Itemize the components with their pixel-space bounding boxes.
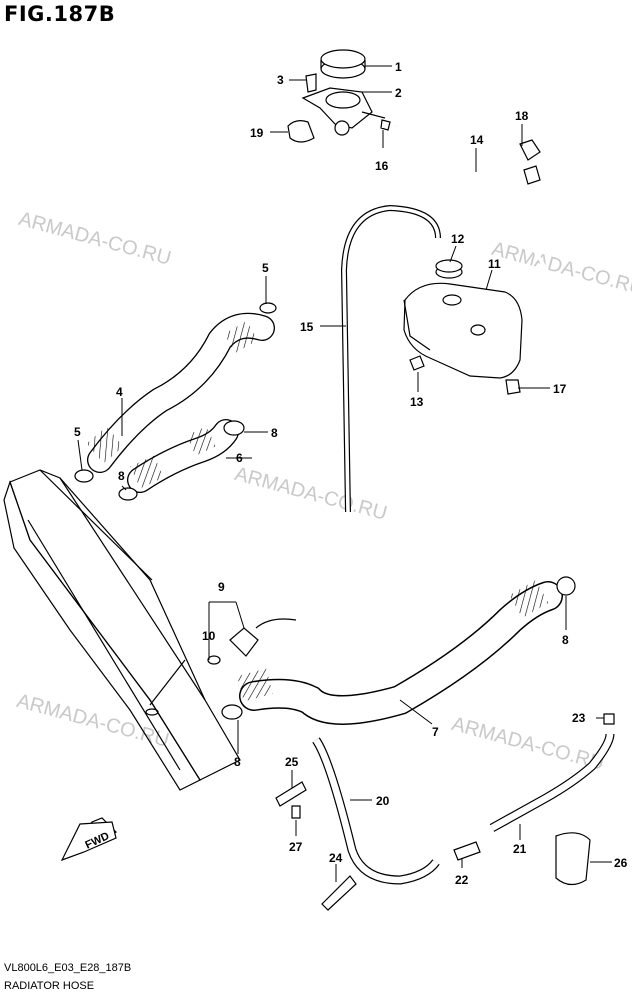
clamp-19 <box>287 120 315 143</box>
bracket-25 <box>275 781 307 807</box>
reservoir-cap <box>435 259 463 279</box>
callout-14: 14 <box>470 133 484 147</box>
callout-8: 8 <box>118 469 125 483</box>
clip-18 <box>519 139 541 185</box>
clamp-17 <box>505 379 521 395</box>
callout-21: 21 <box>513 842 527 856</box>
bracket-24 <box>321 875 357 911</box>
callout-10: 10 <box>202 629 216 643</box>
holder-26 <box>555 832 591 886</box>
filler-neck <box>301 87 386 136</box>
joint-22 <box>453 841 481 861</box>
hose-4 <box>86 312 275 473</box>
clamp-8 <box>221 704 243 720</box>
bolt-27 <box>291 805 301 819</box>
callout-numbers: 1 2 3 4 5 5 6 7 8 8 8 8 9 10 11 12 13 14… <box>74 60 628 887</box>
clamp-8 <box>556 576 576 596</box>
clamp-8 <box>223 420 245 436</box>
figure-title: FIG.187B <box>4 2 116 26</box>
clamp-23 <box>603 713 615 725</box>
callout-16: 16 <box>375 159 389 173</box>
callout-2: 2 <box>395 86 402 100</box>
fwd-arrow-icon: FWD <box>60 817 117 862</box>
clamp-8 <box>118 487 138 501</box>
callout-1: 1 <box>395 60 402 74</box>
callout-9: 9 <box>218 580 225 594</box>
hose-6 <box>127 419 239 493</box>
clamp-5-upper <box>259 302 277 314</box>
callout-15: 15 <box>300 320 314 334</box>
hose-15 <box>340 204 441 513</box>
callout-11: 11 <box>488 257 501 271</box>
callout-8: 8 <box>271 426 278 440</box>
callout-23: 23 <box>572 711 586 725</box>
callout-13: 13 <box>410 395 424 409</box>
callout-25: 25 <box>285 755 299 769</box>
callout-19: 19 <box>250 126 264 140</box>
callout-18: 18 <box>515 109 529 123</box>
hose-7 <box>237 580 563 725</box>
thermo-switch <box>207 618 297 665</box>
leader-lines <box>77 65 612 882</box>
callout-8: 8 <box>234 755 241 769</box>
callout-24: 24 <box>329 851 343 865</box>
pipe-21 <box>489 733 615 832</box>
reservoir-tank <box>403 282 523 379</box>
callout-20: 20 <box>376 794 390 808</box>
radiator-cap <box>320 49 366 79</box>
callout-22: 22 <box>455 873 469 887</box>
callout-5: 5 <box>262 261 269 275</box>
callout-4: 4 <box>116 385 123 399</box>
callout-17: 17 <box>553 382 567 396</box>
figure-caption: RADIATOR HOSE <box>4 980 95 992</box>
clip-16 <box>380 119 391 131</box>
figure-code: VL800L6_E03_E28_187B <box>4 962 132 974</box>
callout-3: 3 <box>277 73 284 87</box>
clamp-5-lower <box>74 469 94 483</box>
callout-26: 26 <box>614 856 628 870</box>
callout-5: 5 <box>74 425 81 439</box>
callout-27: 27 <box>289 840 303 854</box>
callout-8: 8 <box>562 633 569 647</box>
radiator <box>3 469 241 791</box>
callout-7: 7 <box>432 725 439 739</box>
callout-6: 6 <box>236 451 243 465</box>
bolt-13 <box>409 355 425 371</box>
bolt-3 <box>305 73 317 93</box>
callout-12: 12 <box>451 232 465 246</box>
